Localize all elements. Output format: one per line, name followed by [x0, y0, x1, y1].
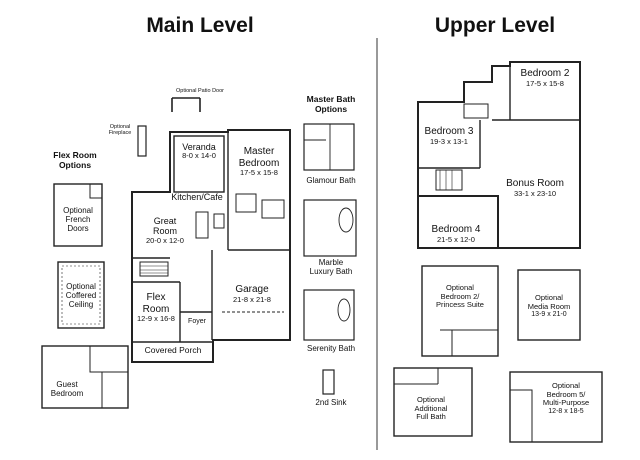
flex-option-sketches — [41, 183, 129, 409]
glamour-bath-label: Glamour Bath — [306, 176, 356, 185]
foyer-label: Foyer — [188, 318, 206, 325]
main-outer-wall — [131, 129, 291, 363]
kitchen-label: Kitchen/Cafe — [171, 192, 223, 202]
main-level-plan — [131, 97, 291, 363]
upper-level-title: Upper Level — [434, 14, 556, 37]
upper-outer-wall — [417, 61, 581, 249]
covered-porch-label: Covered Porch — [144, 345, 202, 355]
main-level-title: Main Level — [146, 14, 254, 37]
serenity-bath-label: Serenity Bath — [306, 344, 356, 353]
patio-door-label: Optional Patio Door — [176, 88, 224, 94]
bath-option-sketches — [303, 123, 357, 395]
upper-level-plan — [393, 61, 603, 443]
second-sink-label: 2nd Sink — [315, 398, 347, 407]
